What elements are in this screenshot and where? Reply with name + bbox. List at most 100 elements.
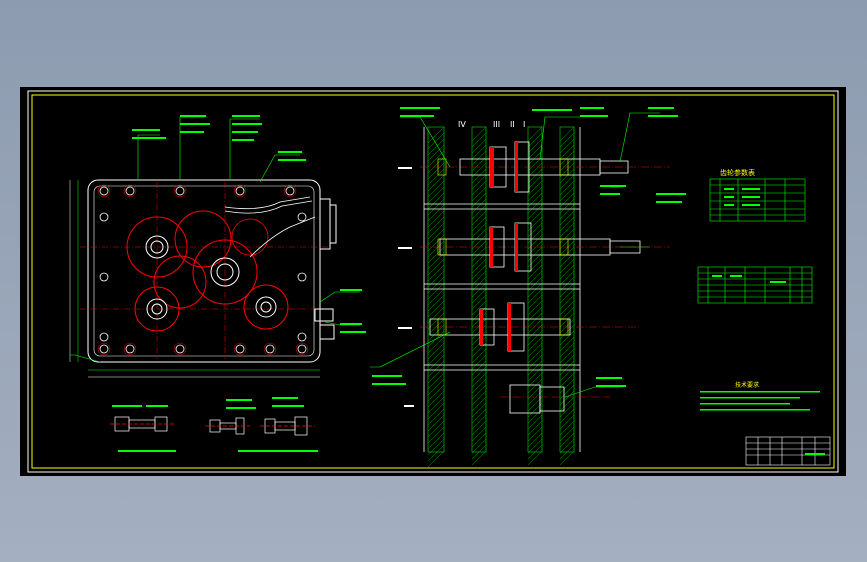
outer-frame <box>27 90 839 473</box>
hatch-line <box>427 402 445 420</box>
hatch-line <box>559 300 575 316</box>
hatch-line <box>471 318 487 334</box>
hatch-line <box>559 144 575 160</box>
hatch-line <box>527 318 543 334</box>
hatch-line <box>427 348 445 366</box>
hatch-line <box>471 366 487 382</box>
hatch-line <box>471 432 487 448</box>
hatch-line <box>559 264 575 280</box>
hatch-line <box>427 132 445 150</box>
hatch-line <box>559 132 575 148</box>
hatch-line <box>427 354 445 372</box>
hatch-line <box>527 444 543 460</box>
hatch-line <box>471 228 487 244</box>
hatch-line <box>559 378 575 394</box>
hatch-line <box>471 372 487 388</box>
technical-notes: 技术要求 <box>700 381 820 411</box>
hatch-line <box>471 138 487 154</box>
hatch-line <box>559 438 575 454</box>
hatch-line <box>471 126 487 142</box>
hatch-line <box>471 192 487 208</box>
hatch-line <box>559 222 575 238</box>
hatch-line <box>559 432 575 448</box>
hatch-line <box>527 138 543 154</box>
hatch-line <box>427 258 445 276</box>
title-block-icon <box>745 436 831 466</box>
hatch-line <box>471 294 487 310</box>
hatch-line <box>527 198 543 214</box>
hatch-line <box>427 366 445 384</box>
hatch-line <box>559 342 575 358</box>
hatch-line <box>471 168 487 184</box>
hatch-line <box>527 354 543 370</box>
hatch-line <box>559 372 575 388</box>
hatch-line <box>427 324 445 342</box>
hatch-line <box>427 282 445 300</box>
hatch-line <box>427 270 445 288</box>
hatch-line <box>527 438 543 454</box>
hatch-line <box>427 210 445 228</box>
hatch-line <box>559 402 575 418</box>
hatch-line <box>471 312 487 328</box>
hatch-line <box>527 174 543 190</box>
hatch-line <box>471 300 487 316</box>
hatch-line <box>471 438 487 454</box>
hatch-line <box>527 378 543 394</box>
shaft-section-view-icon: IV III II I <box>370 107 686 468</box>
hatch-line <box>559 294 575 310</box>
hatch-line <box>559 210 575 226</box>
table-title: 齿轮参数表 <box>720 168 755 177</box>
hatch-line <box>559 282 575 298</box>
hatch-line <box>471 360 487 376</box>
hatch-line <box>427 126 445 144</box>
hatch-line <box>427 216 445 234</box>
hatch-line <box>559 360 575 376</box>
hatch-line <box>559 354 575 370</box>
hatch-line <box>527 426 543 442</box>
hatch-line <box>427 174 445 192</box>
hatch-line <box>527 216 543 232</box>
hatch-line <box>527 204 543 220</box>
hatch-line <box>471 390 487 406</box>
hatch-line <box>427 384 445 402</box>
hatch-line <box>427 426 445 444</box>
hatch-line <box>559 414 575 430</box>
hatch-line <box>471 210 487 226</box>
hatch-line <box>559 270 575 286</box>
hatch-line <box>471 414 487 430</box>
inner-frame <box>31 94 835 469</box>
hatch-line <box>527 240 543 256</box>
hatch-line <box>471 258 487 274</box>
hatch-line <box>527 348 543 364</box>
hatch-line <box>559 324 575 340</box>
hatch-line <box>527 420 543 436</box>
hatch-line <box>427 144 445 162</box>
hatch-line <box>427 246 445 264</box>
hatch-line <box>427 372 445 390</box>
hatch-line <box>527 330 543 346</box>
hatch-line <box>471 396 487 412</box>
hatch-line <box>559 168 575 184</box>
hatch-line <box>559 198 575 214</box>
hatch-line <box>471 336 487 352</box>
hatch-line <box>527 336 543 352</box>
hatch-line <box>471 378 487 394</box>
hatch-line <box>471 282 487 298</box>
hatch-line <box>471 132 487 148</box>
hatch-line <box>427 420 445 438</box>
hatch-line <box>471 270 487 286</box>
hatch-line <box>471 150 487 166</box>
hatch-line <box>427 192 445 210</box>
hatch-line <box>471 444 487 460</box>
hatch-line <box>527 192 543 208</box>
hatch-line <box>559 174 575 190</box>
hatch-line <box>527 270 543 286</box>
hatch-line <box>559 396 575 412</box>
hatch-line <box>559 312 575 328</box>
hatch-line <box>559 138 575 154</box>
detail-views-icon <box>110 416 315 436</box>
hatch-line <box>471 240 487 256</box>
hatch-line <box>427 360 445 378</box>
hatch-line <box>559 228 575 244</box>
hatch-line <box>559 216 575 232</box>
